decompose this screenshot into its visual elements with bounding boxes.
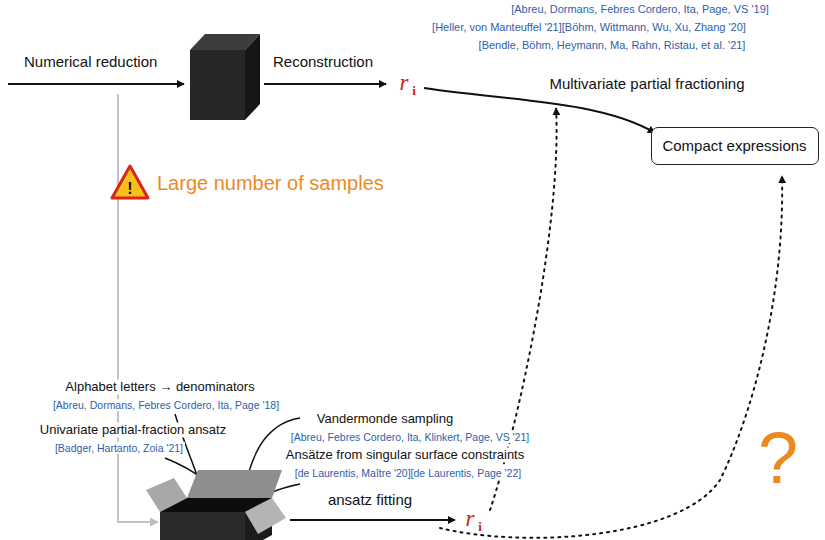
box-front [160, 512, 245, 540]
result-symbol: r [466, 506, 475, 532]
citation: [Abreu, Febres Cordero, Ita, Klinkert, P… [289, 431, 531, 443]
open-box [146, 470, 286, 540]
dotted-arrow [440, 176, 782, 538]
black-box [190, 34, 260, 120]
result-symbol: r [400, 70, 409, 96]
question-mark: ? [758, 417, 798, 500]
flow-arrow [8, 83, 184, 85]
input-label: Alphabet letters → denominators [63, 380, 256, 395]
method-label: Multivariate partial fractioning [547, 75, 746, 92]
result-index: i [478, 520, 482, 535]
warning-sign [112, 166, 148, 198]
citation: [Badger, Hartanto, Zoia '21] [53, 442, 185, 454]
citation: [Bendle, Böhm, Heymann, Ma, Rahn, Ristau… [477, 39, 748, 52]
flow-arrow [424, 88, 655, 133]
bypass-line [118, 94, 158, 522]
box-flap [245, 498, 286, 534]
result-box: Compact expressions [651, 127, 819, 165]
input-label: Ansätze from singular surface constraint… [284, 448, 526, 463]
citation: [Abreu, Dormans, Febres Cordero, Ita, Pa… [509, 3, 771, 16]
step-label: Reconstruction [271, 53, 375, 70]
cube-side [245, 34, 260, 120]
step-label: ansatz fitting [326, 491, 414, 508]
warning-text: Large number of samples [155, 172, 386, 195]
step-label: Numerical reduction [22, 53, 159, 70]
citation: [Abreu, Dormans, Febres Cordero, Ita, Pa… [51, 399, 281, 411]
result-index: i [412, 84, 416, 99]
flow-arrow [290, 519, 455, 521]
warning-mark: ! [127, 180, 132, 198]
cube-front [190, 50, 245, 120]
box-label: Compact expressions [662, 137, 806, 154]
flow-arrow [264, 83, 386, 85]
citation: [Heller, von Manteuffel '21][Böhm, Wittm… [430, 21, 748, 34]
box-flap [187, 470, 282, 498]
input-label: Vandermonde sampling [315, 412, 455, 427]
input-label: Univariate partial-fraction ansatz [38, 423, 228, 438]
citation: [de Laurentis, Maître '20][de Laurentis,… [293, 467, 523, 479]
